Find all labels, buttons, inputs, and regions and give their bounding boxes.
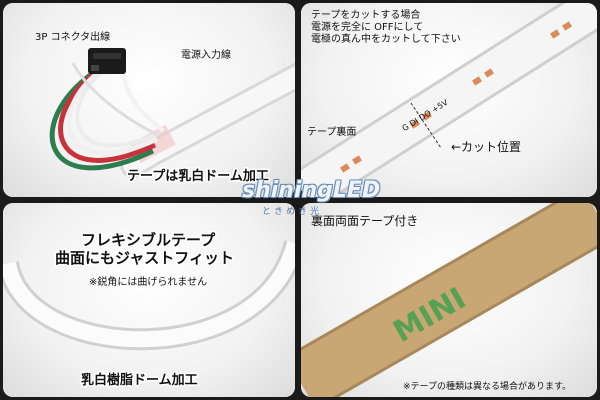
strip-back-illustration bbox=[301, 3, 597, 197]
flex-note: ※鋭角には曲げられません bbox=[89, 277, 208, 288]
copper-pads bbox=[340, 21, 572, 173]
wire-red bbox=[58, 68, 157, 163]
type-footnote: ※テープの種類は異なる場合があります。 bbox=[403, 382, 572, 392]
cut-note-line-3: 電極の真ん中をカットして下さい bbox=[311, 34, 461, 45]
panel-flexible: フレキシブルテープ 曲面にもジャストフィット ※鋭角には曲げられません 乳白樹脂… bbox=[3, 203, 295, 397]
panel-connector-strip: 3P コネクタ出線 電源入力線 テープは乳白ドーム加工 bbox=[3, 3, 295, 197]
panel-adhesive: MINI 裏面両面テープ付き ※テープの種類は異なる場合があります。 bbox=[301, 203, 597, 397]
input-wire-label: 電源入力線 bbox=[181, 50, 231, 61]
logo-subtext: ときめき光 bbox=[262, 207, 323, 217]
connector-label: 3P コネクタ出線 bbox=[35, 32, 111, 43]
adhesive-tape-illustration: MINI bbox=[301, 203, 597, 397]
cut-note: テープをカットする場合 電源を完全に OFFにして 電極の真ん中をカットして下さ… bbox=[311, 10, 461, 46]
cut-note-line-2: 電源を完全に OFFにして bbox=[311, 22, 424, 33]
dome-caption: テープは乳白ドーム加工 bbox=[127, 169, 269, 184]
shining-led-logo: shiningLED ときめき光 bbox=[242, 178, 382, 218]
logo-text: shiningLED bbox=[242, 178, 381, 203]
power-input-wire bbox=[121, 62, 165, 133]
resin-caption: 乳白樹脂ドーム加工 bbox=[81, 373, 198, 388]
flex-title-1: フレキシブルテープ bbox=[81, 231, 216, 249]
curved-strip-illustration bbox=[3, 239, 295, 351]
adhesive-caption: 裏面両面テープ付き bbox=[311, 214, 419, 228]
cut-position-label: ←カット位置 bbox=[451, 140, 522, 154]
flex-title-2: 曲面にもジャストフィット bbox=[55, 249, 234, 267]
wire-white bbox=[66, 66, 159, 156]
cut-line bbox=[410, 102, 442, 149]
panel-cut-position: テープをカットする場合 電源を完全に OFFにして 電極の真ん中をカットして下さ… bbox=[301, 3, 597, 197]
strip-connector-illustration bbox=[49, 48, 295, 178]
tape-liner bbox=[301, 203, 597, 397]
wire-green bbox=[49, 70, 155, 171]
back-label: テープ裏面 bbox=[307, 127, 357, 138]
cut-note-line-1: テープをカットする場合 bbox=[311, 10, 421, 21]
